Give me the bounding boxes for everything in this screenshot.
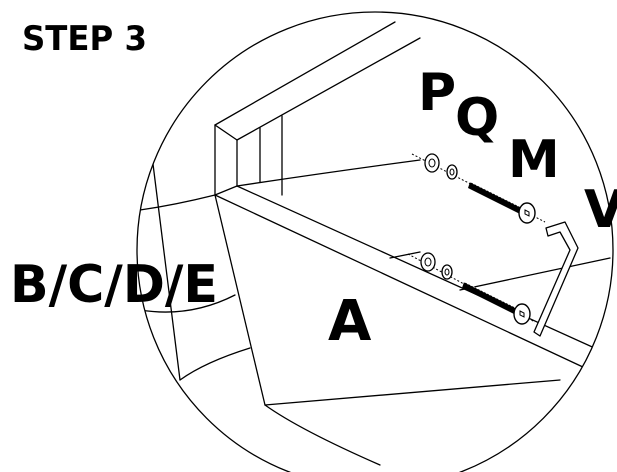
label-a: A: [328, 289, 372, 354]
washer-p-lower: [420, 252, 436, 272]
step-title: STEP 3: [22, 19, 147, 59]
detail-circle: [136, 11, 614, 472]
label-side-panels: B/C/D/E: [10, 255, 218, 315]
washer-q-lower: [441, 264, 453, 280]
bolt-m-lower: [462, 281, 531, 325]
washer-p-upper: [424, 153, 440, 173]
bolt-m-upper: [468, 181, 536, 224]
hardware-upper: [411, 153, 546, 224]
label-v: V: [584, 180, 617, 240]
label-m: M: [508, 130, 560, 190]
hex-key-v: [533, 221, 579, 337]
hardware-lower: [407, 252, 536, 325]
furniture-panels: [139, 21, 611, 466]
washer-q-upper: [446, 164, 458, 180]
label-q: Q: [455, 88, 499, 148]
label-p: P: [418, 63, 456, 123]
